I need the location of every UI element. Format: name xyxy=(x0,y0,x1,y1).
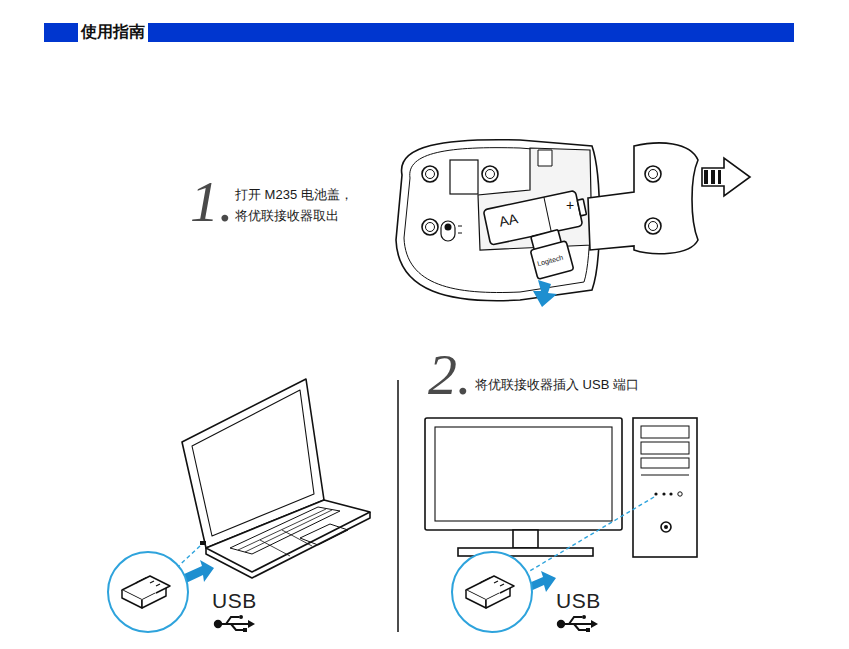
receiver-circle xyxy=(452,552,532,632)
usb-symbol xyxy=(215,615,255,632)
usb-label: USB xyxy=(212,589,257,613)
step-number: 2. xyxy=(428,345,472,405)
step-number: 1. xyxy=(190,172,234,232)
divider xyxy=(397,380,399,632)
usb-label: USB xyxy=(556,589,601,613)
battery-polarity: + xyxy=(566,197,574,213)
step-text: 打开 M235 电池盖， 将优联接收器取出 xyxy=(235,184,361,226)
blue-arrow xyxy=(533,280,557,307)
receiver-icon xyxy=(466,576,514,608)
receiver-icon xyxy=(122,576,170,608)
tower-illustration xyxy=(633,418,697,557)
receiver-circle xyxy=(108,552,188,632)
pull-arrow xyxy=(702,158,750,196)
mouse-illustration xyxy=(396,140,698,301)
usb-symbol xyxy=(558,615,598,632)
header-band xyxy=(44,23,794,42)
monitor-illustration xyxy=(425,418,622,556)
step-text: 将优联接收器插入 USB 端口 xyxy=(475,374,639,395)
laptop-illustration xyxy=(182,379,370,578)
page-title: 使用指南 xyxy=(78,22,148,42)
